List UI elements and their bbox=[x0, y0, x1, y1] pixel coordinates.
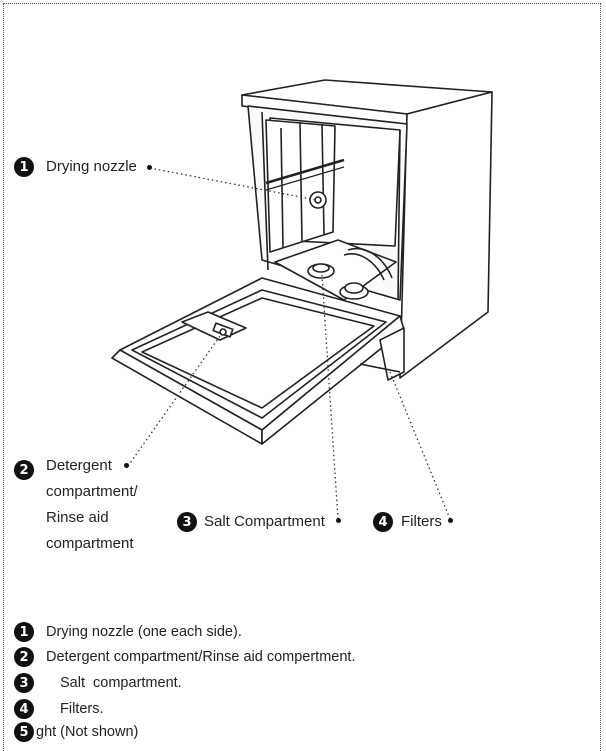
dishwasher-side bbox=[399, 91, 493, 379]
callout-dot-4 bbox=[448, 518, 453, 523]
legend-item-4: 4 Filters. bbox=[14, 697, 104, 721]
callout-label-line: Rinse aid bbox=[46, 509, 109, 526]
legend-number-3: 3 bbox=[14, 673, 34, 693]
legend-text-5: ght (Not shown) bbox=[36, 724, 139, 740]
callout-label-line: compartment/ bbox=[46, 483, 138, 500]
legend-item-2: 2 Detergent compartment/Rinse aid comper… bbox=[14, 645, 355, 669]
callout-number-3: 3 bbox=[177, 512, 197, 532]
callout-label-line: compartment bbox=[46, 535, 134, 552]
diagram-frame bbox=[3, 3, 601, 751]
legend-number-2: 2 bbox=[14, 647, 34, 667]
legend-item-3: 3 Salt compartment. bbox=[14, 671, 182, 695]
callout-label-filters: Filters bbox=[401, 513, 442, 530]
legend-text-4: Filters. bbox=[60, 701, 104, 717]
legend-number-1: 1 bbox=[14, 622, 34, 642]
callout-label-drying-nozzle: Drying nozzle bbox=[46, 158, 137, 175]
legend-text-1: Drying nozzle (one each side). bbox=[46, 624, 242, 640]
legend-text-3: Salt compartment. bbox=[60, 675, 182, 691]
legend-text-2: Detergent compartment/Rinse aid compertm… bbox=[46, 649, 356, 665]
callout-number-1: 1 bbox=[14, 157, 34, 177]
callout-dot-1 bbox=[147, 165, 152, 170]
legend-number-4: 4 bbox=[14, 699, 34, 719]
legend-number-5: 5 bbox=[14, 722, 34, 742]
callout-label-detergent: Detergent compartment/ Rinse aid compart… bbox=[46, 453, 138, 557]
callout-dot-3 bbox=[336, 518, 341, 523]
callout-number-2: 2 bbox=[14, 460, 34, 480]
legend-item-5: 5 ght (Not shown) bbox=[14, 720, 138, 744]
callout-label-line: Detergent bbox=[46, 457, 112, 474]
legend-item-1: 1 Drying nozzle (one each side). bbox=[14, 620, 242, 644]
callout-number-4: 4 bbox=[373, 512, 393, 532]
callout-dot-2 bbox=[124, 463, 129, 468]
callout-label-salt-compartment: Salt Compartment bbox=[204, 513, 325, 530]
